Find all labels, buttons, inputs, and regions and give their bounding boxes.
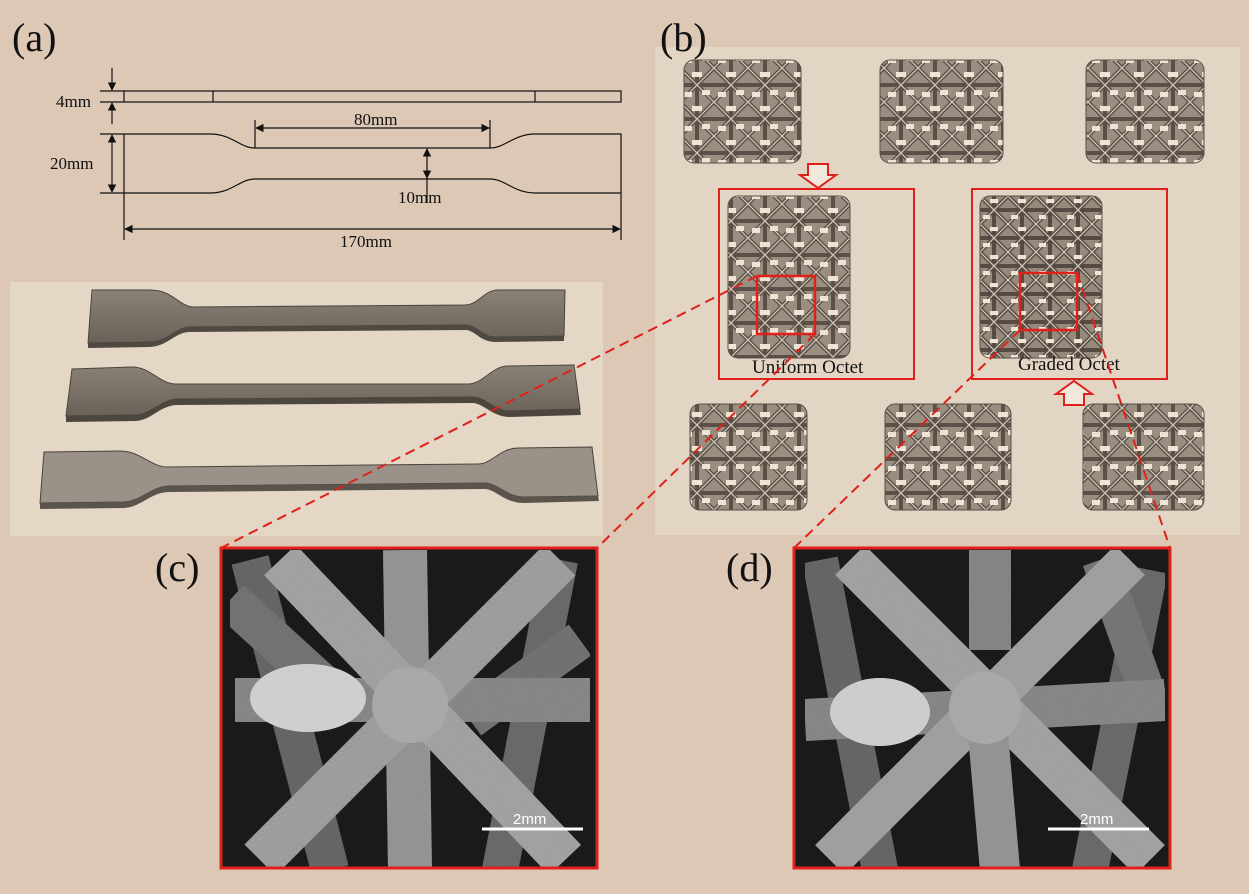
zoom-connectors — [220, 272, 1171, 549]
uniform-octet-zoom-box — [755, 274, 817, 336]
dim-gauge-length: 80mm — [354, 110, 397, 129]
sem-micrograph-graded — [794, 548, 1170, 868]
graded-octet-caption: Graded Octet — [1018, 354, 1121, 375]
lattice-sample-bottom-2 — [884, 403, 1012, 511]
lattice-sample-bottom-1 — [689, 403, 808, 511]
down-arrow-icon — [796, 163, 840, 190]
uniform-octet-frame — [718, 188, 915, 380]
sem-frame-c — [219, 546, 599, 870]
specimen-drawing — [100, 68, 622, 240]
dim-total-length: 170mm — [340, 232, 392, 251]
dim-width: 20mm — [50, 154, 93, 173]
dim-thickness: 4mm — [56, 92, 91, 111]
panel-label-a: (a) — [12, 15, 57, 60]
sem-micrograph-uniform — [221, 548, 597, 868]
specimen-photo — [10, 282, 603, 536]
up-arrow-icon — [1052, 379, 1096, 406]
scale-bar-label-d: 2mm — [1080, 811, 1113, 828]
sem-frame-d — [792, 546, 1172, 870]
lattice-photo: Uniform Octet Graded Octet — [655, 47, 1240, 535]
dim-gauge-width: 10mm — [398, 188, 441, 207]
panel-label-b: (b) — [660, 15, 707, 60]
panel-label-c: (c) — [155, 545, 200, 590]
lattice-sample-top-1 — [683, 59, 802, 164]
graded-octet-frame — [971, 188, 1168, 380]
lattice-sample-top-2 — [879, 59, 1004, 164]
panel-label-d: (d) — [726, 545, 773, 590]
lattice-sample-bottom-3 — [1082, 403, 1205, 511]
uniform-octet-caption: Uniform Octet — [752, 357, 864, 378]
graded-octet-zoom-box — [1018, 271, 1079, 332]
scale-bar-label-c: 2mm — [513, 811, 546, 828]
lattice-sample-top-3 — [1085, 59, 1205, 164]
graded-octet-sample — [979, 195, 1103, 359]
